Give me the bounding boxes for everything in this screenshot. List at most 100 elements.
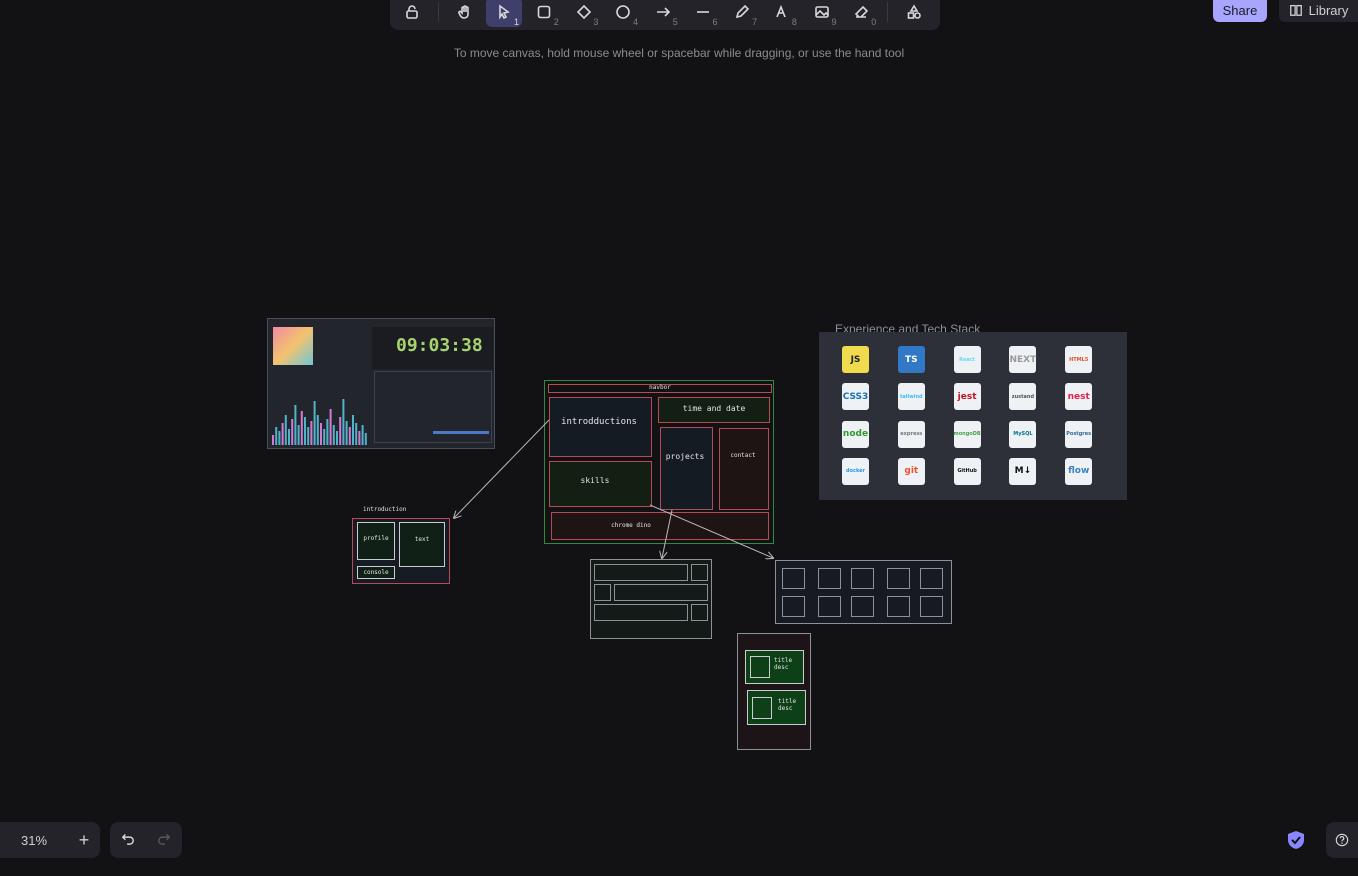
time-date-box[interactable]: [658, 397, 770, 423]
visualizer-bar: [275, 427, 278, 445]
contact-slot: [851, 596, 874, 617]
info-panel: [374, 371, 492, 443]
contact-label: contact: [730, 452, 756, 459]
rectangle-icon: [537, 5, 551, 19]
shapes-icon: [907, 4, 921, 19]
more-shapes-tool[interactable]: [896, 0, 932, 27]
text-tool[interactable]: 8: [764, 0, 800, 27]
introductions-box[interactable]: [549, 397, 652, 457]
hand-icon: [457, 5, 469, 19]
skill-square: [691, 564, 708, 581]
tech-logo: HTML5: [1065, 346, 1093, 373]
library-button[interactable]: Library: [1279, 0, 1358, 22]
book-icon: [1289, 5, 1302, 16]
contact-slot: [782, 596, 805, 617]
projects-box[interactable]: [660, 427, 713, 510]
profile-label: profile: [363, 535, 389, 542]
line-tool[interactable]: 6: [685, 0, 721, 27]
navbar-box[interactable]: [548, 384, 772, 393]
dashboard-screenshot[interactable]: 09:03:38: [267, 318, 495, 449]
redo-icon: [158, 833, 171, 845]
undo-button[interactable]: [121, 831, 135, 850]
contact-slot: [920, 568, 943, 589]
tech-logo: Postgres: [1065, 420, 1093, 448]
contact-slot: [851, 568, 874, 589]
lock-tool[interactable]: [394, 0, 430, 27]
tech-logo: nest: [1065, 383, 1093, 411]
contact-slot: [782, 568, 805, 589]
arrow-to-introduction: [454, 419, 550, 518]
toolbar-divider: [887, 2, 889, 22]
redo-button[interactable]: [157, 831, 171, 850]
tool-key: 6: [712, 17, 718, 27]
zoom-reset-button[interactable]: 31%: [20, 832, 48, 848]
visualizer-bar: [291, 419, 294, 445]
draw-tool[interactable]: 7: [724, 0, 760, 27]
help-button[interactable]: [1326, 822, 1358, 858]
visualizer-bar: [361, 425, 364, 445]
tech-logo: MySQL: [1009, 420, 1037, 448]
visualizer-bar: [284, 415, 287, 445]
visualizer-bar: [294, 405, 297, 445]
arrow-tool[interactable]: 5: [645, 0, 681, 27]
hand-tool[interactable]: [447, 0, 483, 27]
diamond-tool[interactable]: 3: [566, 0, 602, 27]
visualizer-bar: [348, 427, 351, 445]
tool-key: 7: [752, 17, 758, 27]
introductions-label: introdductions: [561, 417, 637, 427]
image-tool[interactable]: 9: [804, 0, 840, 27]
line-icon: [696, 11, 709, 13]
zoom-controls: 31% +: [0, 822, 100, 858]
tech-logo: flow: [1065, 457, 1093, 485]
tech-logo: M↓: [1009, 457, 1037, 485]
tech-logo: express: [897, 420, 925, 448]
tech-logo: node: [842, 420, 869, 448]
visualizer-bar: [358, 431, 361, 445]
visualizer-bar: [313, 401, 316, 445]
progress-bar: [433, 431, 489, 434]
pointer-icon: [499, 4, 511, 20]
skill-square: [691, 604, 708, 621]
text-label: text: [414, 536, 430, 543]
shield-check-icon[interactable]: [1286, 830, 1306, 850]
zoom-in-button[interactable]: +: [78, 829, 90, 850]
tech-logo: GitHub: [953, 457, 981, 485]
tool-key: 2: [553, 17, 559, 27]
skills-box[interactable]: [549, 461, 652, 507]
help-icon: [1335, 833, 1349, 847]
rectangle-tool[interactable]: 2: [526, 0, 562, 27]
tech-logo: NEXT: [1009, 346, 1037, 373]
project-card[interactable]: [747, 690, 806, 725]
chrome-dino-box[interactable]: [551, 512, 769, 540]
selection-tool[interactable]: 1: [486, 0, 523, 27]
visualizer-bar: [326, 419, 329, 445]
projects-label: projects: [665, 452, 705, 461]
share-button[interactable]: Share: [1213, 0, 1267, 22]
history-controls: [110, 822, 182, 858]
contact-box[interactable]: [719, 428, 769, 510]
visualizer-bar: [332, 425, 335, 445]
console-box[interactable]: [357, 566, 395, 579]
visualizer-bar: [336, 431, 338, 445]
eraser-tool[interactable]: 0: [844, 0, 880, 27]
lock-icon: [406, 5, 418, 19]
profile-box[interactable]: [357, 522, 395, 560]
pencil-icon: [736, 4, 750, 19]
project-thumbnail: [750, 656, 770, 678]
contact-slot: [887, 568, 910, 589]
main-toolbar: 1 2 3 4 5 6 7 8 9 0: [390, 0, 940, 30]
contact-slot: [887, 596, 910, 617]
visualizer-bar: [281, 423, 284, 445]
layout-frame[interactable]: [544, 380, 774, 544]
text-box[interactable]: [399, 522, 445, 567]
time-date-label: time and date: [682, 404, 746, 413]
arrow-to-contact-grid: [649, 504, 773, 558]
contact-slot: [818, 596, 841, 617]
tech-logo: jest: [953, 383, 981, 411]
project-card[interactable]: [745, 650, 804, 684]
contact-slot: [920, 596, 943, 617]
diamond-icon: [576, 4, 591, 20]
ellipse-tool[interactable]: 4: [605, 0, 641, 27]
